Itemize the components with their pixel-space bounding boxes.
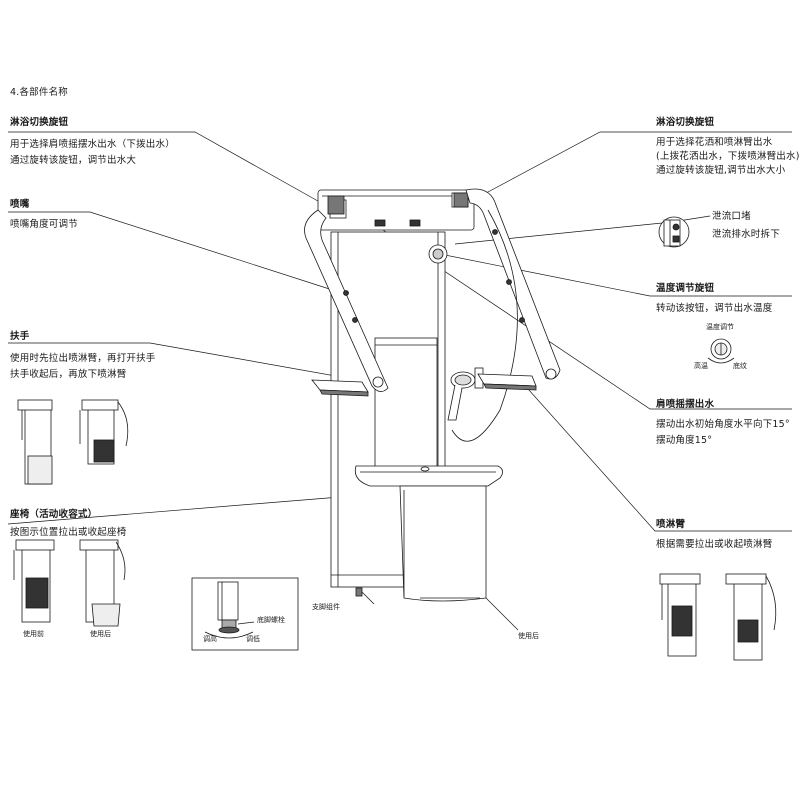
drain-plug-desc: 泄流排水时拆下 [712, 229, 780, 240]
spray-arm-state-after [725, 573, 777, 661]
shower-switch-knob-right [453, 192, 469, 208]
right-arm-tube [465, 188, 561, 380]
temp-knob-desc-1: 转动该按钮，调节出水温度 [656, 303, 773, 314]
shoulder-spray-desc-1: 摆动出水初始角度水平向下15° [656, 419, 790, 430]
temp-dial-title: 温度调节 [706, 323, 734, 331]
shower-switch-right-desc-3: 通过旋转该旋钮,调节出水大小 [656, 165, 786, 176]
foot-lower-label: 调低 [246, 635, 260, 643]
foot-inset [191, 577, 299, 651]
foot-raise-label: 调高 [203, 635, 217, 643]
left-arm-tube [304, 209, 389, 392]
leader-spray-arm [519, 379, 792, 532]
spray-arm-desc-1: 根据需要拉出或收起喷淋臂 [656, 539, 773, 550]
armrest-title: 扶手 [10, 331, 30, 342]
support-foot-label: 支脚组件 [312, 603, 340, 611]
shower-switch-right-title: 淋浴切换旋钮 [656, 117, 715, 128]
section-title: 4.各部件名称 [10, 87, 68, 98]
leader-shoulder-spray [382, 229, 792, 410]
spray-arm-title: 喷淋臂 [656, 519, 686, 530]
foot-bolt-label: 底脚螺栓 [257, 616, 285, 624]
leader-armrest [8, 342, 376, 384]
leader-shower-switch-left [8, 131, 326, 206]
nozzle-desc-1: 喷嘴角度可调节 [10, 219, 78, 230]
temp-dial-inset [707, 338, 735, 364]
drain-plug-title: 泄流口堵 [712, 211, 751, 222]
armrest-desc-2: 扶手收起后，再放下喷淋臂 [10, 369, 127, 380]
shower-switch-left-desc-1: 用于选择肩喷摇摆水出水（下拨出水） [10, 139, 175, 150]
shower-switch-right-desc-1: 用于选择花洒和喷淋臂出水 [656, 137, 773, 148]
seat-top [354, 465, 503, 487]
temp-knob-title: 温度调节旋钮 [656, 283, 715, 294]
seat-state-after [79, 539, 126, 627]
seat-front-panel [399, 485, 487, 602]
shower-switch-left-desc-2: 通过旋转该旋钮，调节出水大 [10, 155, 137, 166]
temp-dial-left: 高温 [694, 362, 708, 370]
main-caption-after: 使用后 [518, 632, 539, 640]
spray-arm-state-before [659, 573, 701, 657]
seat-desc-1: 按图示位置拉出或收起座椅 [10, 527, 127, 538]
seat-title: 座椅（活动收容式） [10, 509, 98, 520]
armrest-state-before [17, 399, 53, 485]
seat-caption-before: 使用前 [23, 630, 44, 638]
shower-switch-knob-left [327, 195, 345, 215]
armrest-state-after [79, 399, 129, 465]
seat-caption-after: 使用后 [90, 630, 111, 638]
shower-switch-left-title: 淋浴切换旋钮 [10, 117, 69, 128]
shoulder-spray-title: 肩喷摇摆出水 [656, 399, 715, 410]
support-foot [355, 587, 363, 597]
inner-recess [374, 337, 438, 469]
armrest-desc-1: 使用时先拉出喷淋臂，再打开扶手 [10, 353, 156, 364]
nozzle-title: 喷嘴 [10, 199, 30, 210]
drain-plug-inset [658, 216, 690, 248]
leader-temp-knob [439, 253, 792, 297]
hand-shower [447, 367, 484, 421]
shower-switch-right-desc-2: (上拨花洒出水，下拨喷淋臂出水) [656, 151, 800, 162]
temp-dial-right: 底纹 [733, 362, 747, 370]
seat-state-before [13, 539, 55, 623]
shoulder-spray-desc-2: 摆动角度15° [656, 435, 713, 446]
leader-shower-switch-right [472, 131, 792, 201]
main-unit [304, 188, 561, 605]
leader-nozzle [8, 211, 346, 295]
